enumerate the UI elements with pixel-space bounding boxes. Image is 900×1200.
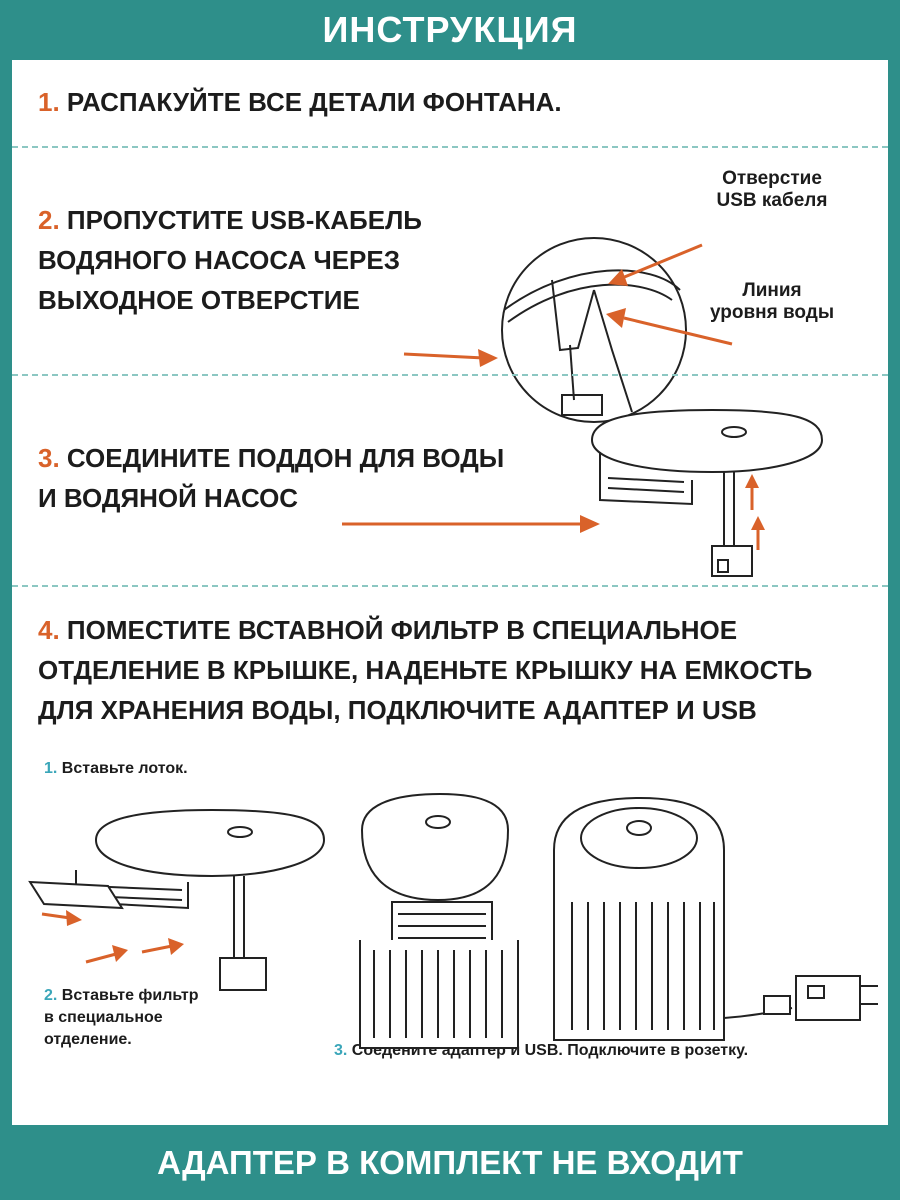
step-4-line-2: ОТДЕЛЕНИЕ В КРЫШКЕ, НАДЕНЬТЕ КРЫШКУ НА Е… — [38, 655, 813, 685]
up-arrow-1-head — [745, 474, 759, 488]
step-1: 1. РАСПАКУЙТЕ ВСЕ ДЕТАЛИ ФОНТАНА. — [38, 82, 562, 122]
step-3-pointer-arrowhead — [580, 515, 600, 533]
step-2-line-2: ВОДЯНОГО НАСОСА ЧЕРЕЗ — [38, 245, 401, 275]
water-line-label-line-1: Линия — [742, 280, 802, 301]
step-4-line-1: ПОМЕСТИТЕ ВСТАВНОЙ ФИЛЬТР В СПЕЦИАЛЬНОЕ — [66, 615, 738, 645]
step-3-line-2: И ВОДЯНОЙ НАСОС — [38, 483, 299, 513]
step-1-line-1: РАСПАКУЙТЕ ВСЕ ДЕТАЛИ ФОНТАНА. — [66, 87, 562, 117]
usb-cable — [593, 289, 633, 413]
outlet-channel — [551, 279, 595, 352]
water-line-arrow — [623, 316, 733, 346]
fountain-rim — [503, 269, 681, 311]
step-2-line-1: ПРОПУСТИТЕ USB-КАБЕЛЬ — [66, 205, 422, 235]
magnifier-circle — [501, 237, 687, 423]
usb-hole-label: Отверстие USB кабеля — [692, 168, 852, 212]
insert-filter-illustration — [359, 792, 519, 1049]
instruction-panel: 1. РАСПАКУЙТЕ ВСЕ ДЕТАЛИ ФОНТАНА. 2. ПРО… — [12, 60, 888, 1125]
step-1-number: 1. — [38, 87, 60, 117]
step-4-line-3: ДЛЯ ХРАНЕНИЯ ВОДЫ, ПОДКЛЮЧИТЕ АДАПТЕР И … — [38, 695, 757, 725]
step-3-line-1: СОЕДИНИТЕ ПОДДОН ДЛЯ ВОДЫ — [66, 443, 505, 473]
pump — [219, 957, 267, 991]
substep-2-number: 2. — [44, 987, 58, 1004]
footer-note: АДАПТЕР В КОМПЛЕКТ НЕ ВХОДИТ — [157, 1143, 743, 1181]
fountain-rim-inner — [507, 283, 673, 323]
substep-2-line-2: в специальное — [44, 1009, 163, 1026]
substep-2-caption: 2. Вставьте фильтр в специальное отделен… — [44, 985, 198, 1051]
step-2: 2. ПРОПУСТИТЕ USB-КАБЕЛЬ ВОДЯНОГО НАСОСА… — [38, 200, 422, 320]
step-3: 3. СОЕДИНИТЕ ПОДДОН ДЛЯ ВОДЫ И ВОДЯНОЙ Н… — [38, 438, 504, 518]
step-3-number: 3. — [38, 443, 60, 473]
usb-hole-label-line-2: USB кабеля — [716, 190, 828, 211]
step-2-pointer-arrow — [403, 352, 485, 360]
pump-outlet — [717, 559, 729, 573]
step-4: 4. ПОМЕСТИТЕ ВСТАВНОЙ ФИЛЬТР В СПЕЦИАЛЬН… — [38, 610, 878, 730]
assembled-fountain-illustration — [553, 796, 878, 1041]
step-4-illustrations — [28, 792, 878, 1049]
substep-3-number: 3. — [334, 1042, 348, 1059]
page-title: ИНСТРУКЦИЯ — [322, 9, 578, 50]
substep-2-line-1: Вставьте фильтр — [61, 987, 199, 1004]
divider-1 — [12, 146, 888, 148]
step-2-line-3: ВЫХОДНОЕ ОТВЕРСТИЕ — [38, 285, 360, 315]
usb-plug — [763, 995, 791, 1015]
divider-2 — [12, 374, 888, 376]
water-line-label-line-2: уровня воды — [709, 302, 835, 323]
tray-hole — [721, 426, 747, 438]
tray-lid — [590, 408, 824, 474]
power-adapter — [795, 975, 861, 1021]
step-3-illustration — [342, 408, 824, 577]
water-line-label: Линия уровня воды — [682, 280, 862, 324]
tray-slats — [607, 477, 685, 493]
up-arrow-2-head — [751, 516, 765, 530]
lid — [360, 792, 510, 902]
filter-insert — [28, 880, 124, 910]
substep-1-number: 1. — [44, 760, 58, 777]
usb-hole-arrow — [621, 243, 703, 280]
insert-tray-illustration — [28, 808, 326, 991]
usb-hole-label-line-1: Отверстие — [722, 168, 822, 189]
tray-body — [599, 452, 693, 506]
pump-base — [561, 394, 603, 416]
step-2-illustration — [403, 237, 733, 423]
divider-3 — [12, 585, 888, 587]
usb-hole-arrowhead — [608, 269, 628, 286]
pump-pipe — [569, 344, 575, 401]
substep-1-caption: 1. Вставьте лоток. — [44, 758, 188, 780]
substep-1-line-1: Вставьте лоток. — [61, 760, 188, 777]
substep-2-line-3: отделение. — [44, 1031, 132, 1048]
step-2-pointer-arrowhead — [478, 349, 498, 367]
water-line-arrowhead — [606, 308, 626, 328]
step-2-number: 2. — [38, 205, 60, 235]
step-4-number: 4. — [38, 615, 60, 645]
